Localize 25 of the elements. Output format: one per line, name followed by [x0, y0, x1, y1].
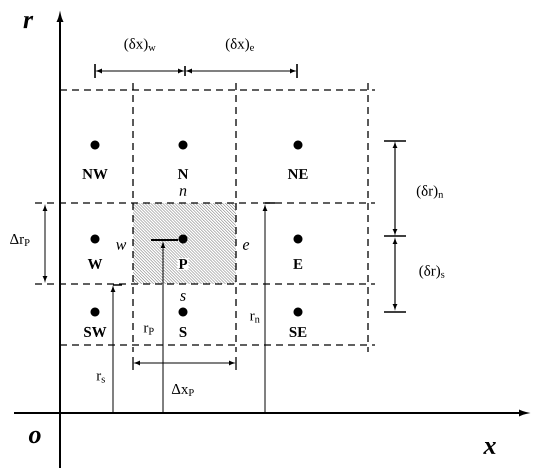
axis-label: o — [28, 430, 41, 444]
dimension-label: (δr)$_{s}$ — [419, 265, 444, 279]
point-label: NW — [82, 169, 108, 179]
point-label: SE — [290, 326, 306, 337]
axis-label: x — [483, 442, 496, 454]
dimension-label: r$_{s}$ — [96, 373, 105, 383]
face-label: w — [116, 242, 126, 250]
point-label: SW — [84, 326, 106, 338]
face-label: e — [242, 242, 250, 250]
dimension-label: (δx)$_{e}$ — [226, 38, 254, 52]
face-label: s — [180, 293, 186, 301]
dimension-label: (δx)$_{w}$ — [124, 38, 156, 52]
dimension-label: (δr)$_{n}$ — [416, 185, 444, 199]
point-label: NE — [288, 169, 308, 179]
point-label: W — [88, 259, 102, 269]
point-label: N — [178, 169, 188, 179]
dimension-label: Δr$_{P}$ — [10, 234, 30, 246]
point-label: P — [177, 258, 189, 270]
point-label: S — [180, 326, 187, 337]
dimension-label: r$_{P}$ — [144, 325, 154, 335]
dimension-label: r$_{n}$ — [250, 313, 260, 323]
point-label: E — [293, 259, 302, 269]
dimension-label: Δx$_{P}$ — [172, 384, 194, 396]
face-label: n — [180, 188, 186, 196]
axis-label: r — [24, 16, 34, 28]
